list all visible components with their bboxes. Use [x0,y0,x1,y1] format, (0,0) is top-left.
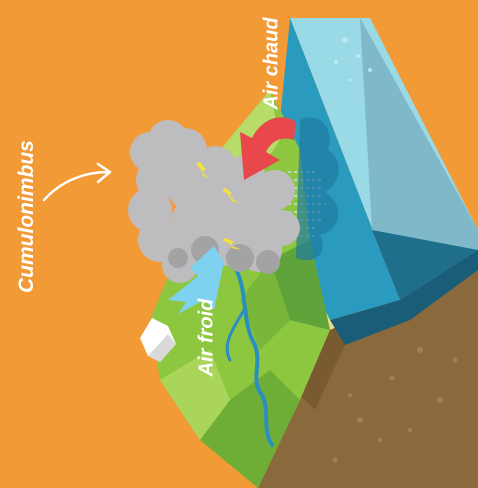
lightning-bolts [196,162,242,250]
sea-side [360,18,478,300]
sea-deep-face [372,230,478,300]
sea-bottom-face [330,250,478,345]
warm-air-arrow [240,117,296,180]
land-shade-1 [200,370,300,488]
snow-peak-shade [148,334,176,362]
warm-air-label: Air chaud [260,17,283,110]
pointer-arrow-head [96,162,112,184]
land-shade-2 [160,350,230,440]
cold-air-arrow [168,246,224,314]
river-branch [225,308,246,362]
river [230,260,274,447]
soil-dots [332,347,458,463]
land-shade-4 [270,240,330,330]
cloud-shadow [296,117,339,261]
cold-air-label: Air froid [195,298,218,377]
sea-bubbles [334,37,372,82]
pointer-arrow [42,170,110,202]
land-shade-5 [240,260,290,350]
cumulonimbus-label: Cumulonimbus [15,140,38,293]
